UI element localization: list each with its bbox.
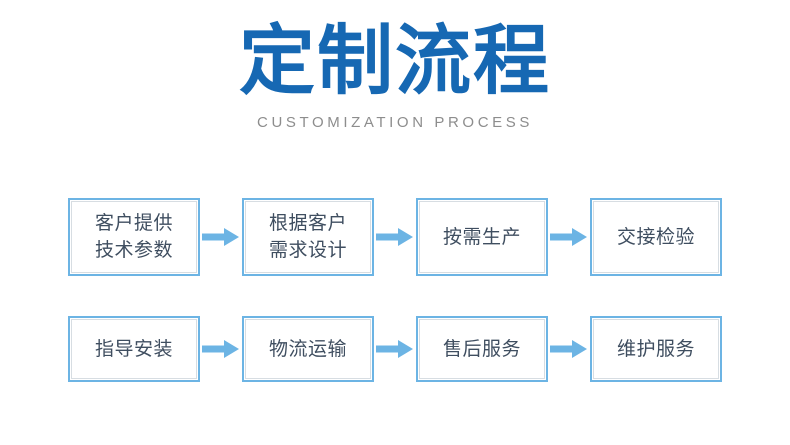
flow-step-label: 根据客户 需求设计 — [268, 213, 347, 261]
arrow-right-icon — [202, 338, 240, 360]
flow-step-5: 指导安装 — [68, 316, 200, 382]
arrow-right-icon — [376, 338, 414, 360]
arrow-right-icon — [550, 338, 588, 360]
flow-step-1: 客户提供 技术参数 — [68, 198, 200, 276]
flow-step-label: 按需生产 — [442, 226, 521, 248]
flow-step-7: 售后服务 — [416, 316, 548, 382]
flow-step-label: 售后服务 — [442, 338, 521, 360]
flow-step-4: 交接检验 — [590, 198, 722, 276]
arrow-right-icon — [376, 226, 414, 248]
flow-step-label: 维护服务 — [616, 338, 695, 360]
header: 定制流程 CUSTOMIZATION PROCESS — [0, 18, 790, 132]
flow-step-2: 根据客户 需求设计 — [242, 198, 374, 276]
flow-step-label: 物流运输 — [268, 338, 347, 360]
arrow-right-icon — [202, 226, 240, 248]
flow-step-label: 客户提供 技术参数 — [94, 213, 173, 261]
flow-step-label: 指导安装 — [94, 338, 173, 360]
page-subtitle: CUSTOMIZATION PROCESS — [257, 114, 533, 131]
flow-step-6: 物流运输 — [242, 316, 374, 382]
arrow-right-icon — [550, 226, 588, 248]
flow-step-3: 按需生产 — [416, 198, 548, 276]
flow-step-8: 维护服务 — [590, 316, 722, 382]
page-title: 定制流程 — [239, 19, 551, 104]
flow-step-label: 交接检验 — [616, 226, 695, 248]
flow-row-2: 指导安装 物流运输 售后服务 维护服务 — [68, 316, 722, 382]
flow-row-1: 客户提供 技术参数 根据客户 需求设计 按需生产 交接检验 — [68, 198, 722, 276]
